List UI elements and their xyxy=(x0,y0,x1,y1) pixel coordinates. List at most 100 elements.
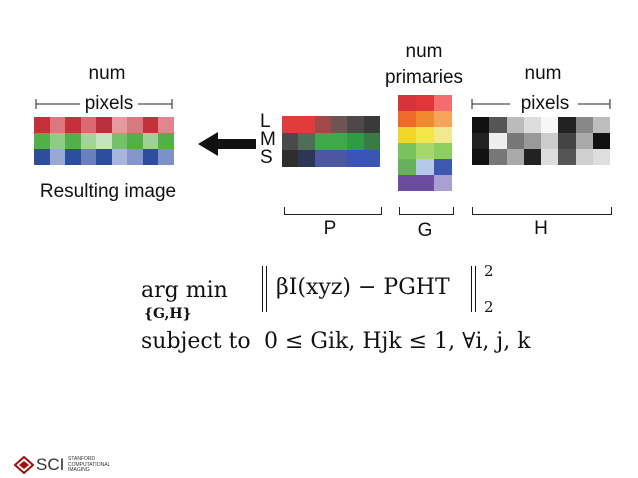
P-cell-0-0 xyxy=(282,116,299,133)
G-cell-5-0 xyxy=(398,175,416,191)
resulting-image-cell-0-6 xyxy=(127,117,143,133)
resulting-image-cell-1-4 xyxy=(96,133,112,149)
P-cell-1-2 xyxy=(314,133,331,150)
resulting-image-cell-2-5 xyxy=(111,149,128,165)
P-cell-0-1 xyxy=(298,116,315,133)
G-cell-1-2 xyxy=(434,111,452,127)
G-matrix-grid xyxy=(398,95,452,191)
G-bracket xyxy=(399,207,454,215)
G-cell-3-1 xyxy=(416,143,434,159)
H-cell-1-3 xyxy=(523,133,541,149)
P-cell-2-4 xyxy=(347,150,364,167)
G-cell-2-1 xyxy=(416,127,434,143)
resulting-image-cell-1-7 xyxy=(142,133,159,149)
H-count-label-pixels: pixels xyxy=(520,93,570,114)
resulting-image-cell-2-8 xyxy=(158,149,174,165)
G-cell-3-0 xyxy=(398,143,416,159)
H-cell-0-5 xyxy=(558,117,576,133)
G-count-label-primaries: primaries xyxy=(384,67,464,88)
sci-logo-icon xyxy=(14,456,34,474)
P-cell-0-5 xyxy=(363,116,380,133)
G-count-label-num: num xyxy=(405,41,443,62)
resulting-image-cell-0-8 xyxy=(158,117,174,133)
row-label-S: S xyxy=(260,147,273,168)
H-cell-1-0 xyxy=(472,133,490,149)
P-cell-2-1 xyxy=(298,150,315,167)
P-cell-1-4 xyxy=(347,133,364,150)
G-cell-0-1 xyxy=(416,95,434,111)
P-cell-2-2 xyxy=(314,150,331,167)
G-cell-2-2 xyxy=(434,127,452,143)
resulting-image-cell-0-3 xyxy=(80,117,97,133)
argmin-label: arg min xyxy=(141,278,228,303)
G-cell-1-1 xyxy=(416,111,434,127)
G-cell-2-0 xyxy=(398,127,416,143)
norm-left-bars xyxy=(262,266,268,312)
P-axis-label: P xyxy=(323,218,337,239)
resulting-image-cell-1-8 xyxy=(158,133,174,149)
resulting-image-cell-0-2 xyxy=(65,117,81,133)
resulting-image-cell-2-6 xyxy=(127,149,143,165)
resulting-image-cell-0-7 xyxy=(142,117,159,133)
H-pixels-dimension: pixels xyxy=(470,93,612,115)
resulting-image-cell-0-1 xyxy=(49,117,66,133)
H-cell-2-0 xyxy=(472,149,490,165)
P-cell-2-5 xyxy=(363,150,380,167)
P-cell-1-5 xyxy=(363,133,380,150)
P-cell-0-4 xyxy=(347,116,364,133)
resulting-image-cell-1-5 xyxy=(111,133,128,149)
H-cell-2-7 xyxy=(592,149,610,165)
resulting-image-grid xyxy=(34,117,174,165)
H-cell-1-7 xyxy=(592,133,610,149)
G-axis-label: G xyxy=(417,220,433,241)
resulting-image-cell-2-0 xyxy=(34,149,50,165)
sci-logo-tagline: STANFORD COMPUTATIONAL IMAGING xyxy=(68,456,111,474)
H-cell-0-0 xyxy=(472,117,490,133)
norm-subscript: 2 xyxy=(484,298,494,316)
H-cell-2-1 xyxy=(489,149,507,165)
left-count-label-pixels: pixels xyxy=(84,93,134,114)
P-bracket xyxy=(284,207,382,215)
P-cell-1-3 xyxy=(331,133,348,150)
H-cell-0-2 xyxy=(506,117,524,133)
left-count-label-num: num xyxy=(88,63,126,84)
P-matrix-grid xyxy=(282,116,380,167)
resulting-image-cell-2-3 xyxy=(80,149,97,165)
P-cell-1-0 xyxy=(282,133,299,150)
resulting-image-cell-0-5 xyxy=(111,117,128,133)
G-cell-4-1 xyxy=(416,159,434,175)
H-dimension-line xyxy=(471,99,611,109)
H-cell-1-1 xyxy=(489,133,507,149)
norm-right-bars xyxy=(471,266,477,312)
resulting-image-cell-2-4 xyxy=(96,149,112,165)
P-cell-1-1 xyxy=(298,133,315,150)
H-cell-0-6 xyxy=(575,117,593,133)
H-cell-2-5 xyxy=(558,149,576,165)
tagline-line-2: COMPUTATIONAL xyxy=(68,461,111,468)
resulting-image-cell-2-1 xyxy=(49,149,66,165)
H-matrix-grid xyxy=(472,117,610,165)
resulting-image-cell-1-0 xyxy=(34,133,50,149)
resulting-image-cell-1-1 xyxy=(49,133,66,149)
resulting-image-cell-1-6 xyxy=(127,133,143,149)
H-cell-0-1 xyxy=(489,117,507,133)
G-cell-0-2 xyxy=(434,95,452,111)
H-cell-1-2 xyxy=(506,133,524,149)
G-cell-4-2 xyxy=(434,159,452,175)
resulting-image-cell-2-2 xyxy=(65,149,81,165)
norm-superscript: 2 xyxy=(484,262,494,280)
P-cell-0-3 xyxy=(331,116,348,133)
H-cell-0-7 xyxy=(592,117,610,133)
sci-logo: SCI STANFORD COMPUTATIONAL IMAGING xyxy=(14,455,134,475)
H-cell-1-4 xyxy=(541,133,559,149)
G-cell-5-1 xyxy=(416,175,434,191)
G-cell-5-2 xyxy=(434,175,452,191)
sci-logo-text: SCI xyxy=(36,455,65,474)
resulting-image-cell-1-2 xyxy=(65,133,81,149)
lms-row-labels: L M S xyxy=(260,112,278,168)
P-cell-0-2 xyxy=(314,116,331,133)
left-dimension-line xyxy=(35,99,173,109)
G-cell-4-0 xyxy=(398,159,416,175)
H-axis-label: H xyxy=(534,218,548,239)
subject-to-label: subject to xyxy=(141,329,251,354)
